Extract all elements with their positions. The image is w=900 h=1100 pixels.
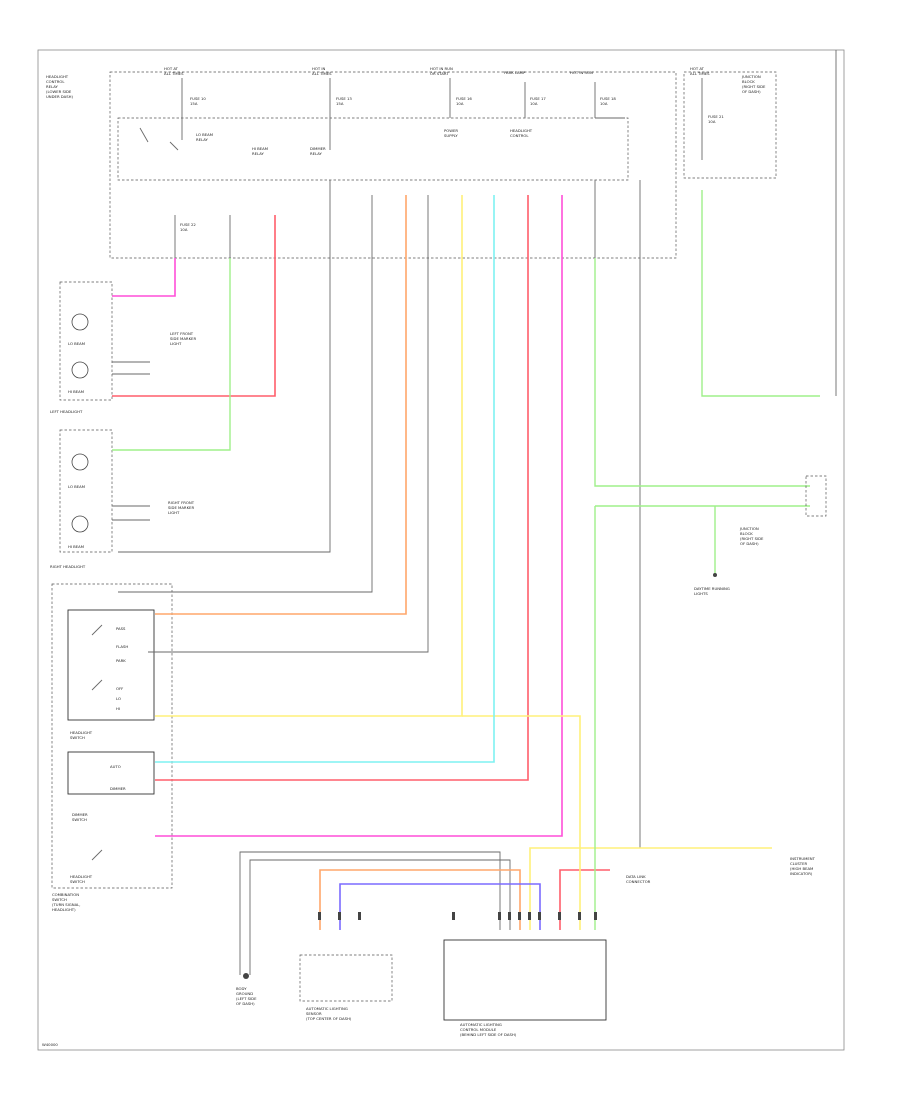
combination-switch-box bbox=[51, 583, 173, 889]
rh-hi-beam: HI BEAM bbox=[68, 544, 84, 549]
daytime-junction-box bbox=[805, 475, 827, 517]
hs-auto: AUTO bbox=[110, 764, 121, 769]
ground-icon bbox=[243, 973, 249, 979]
footer-code: W40000 bbox=[42, 1042, 58, 1047]
rh-lamp-hi-icon bbox=[71, 515, 89, 533]
hs-flash: FLASH bbox=[116, 644, 128, 649]
green-wire bbox=[112, 190, 820, 930]
junction-box bbox=[109, 71, 677, 259]
hs-off: OFF bbox=[116, 686, 123, 691]
dimmer-switch-box bbox=[67, 751, 155, 795]
lh-lamp-hi-icon bbox=[71, 361, 89, 379]
hs-park: PARK bbox=[116, 658, 126, 663]
relay-subbox bbox=[117, 117, 629, 181]
rh-lo-beam: LO BEAM bbox=[68, 484, 85, 489]
connector-row-top bbox=[174, 180, 373, 258]
lh-lamp-lo-icon bbox=[71, 313, 89, 331]
rhs-junction-box bbox=[683, 71, 777, 179]
lh-title: LEFT HEADLIGHT bbox=[50, 409, 83, 414]
lh-lo-beam: LO BEAM bbox=[68, 341, 85, 346]
headlight-switch-box bbox=[67, 609, 155, 721]
hs-dimmer: DIMMER bbox=[110, 786, 126, 791]
orange-wire bbox=[155, 195, 521, 930]
pink-wire bbox=[112, 195, 563, 837]
fuse5-label: HOT IN RUN bbox=[570, 70, 593, 75]
blue-wire bbox=[339, 883, 541, 930]
hs-hi: HI bbox=[116, 706, 120, 711]
relay-switch-symbols bbox=[139, 118, 183, 151]
hs-lo: LO bbox=[116, 696, 121, 701]
bcm-pins bbox=[318, 912, 597, 920]
daytime-ground-icon bbox=[713, 573, 717, 577]
left-headlight-box bbox=[59, 281, 113, 401]
yellow-wire bbox=[155, 195, 772, 930]
outer-frame bbox=[37, 49, 845, 1051]
right-headlight-box bbox=[59, 429, 113, 553]
fuse-lines bbox=[181, 78, 703, 160]
combo-contact bbox=[91, 849, 103, 861]
hs-pass: PASS bbox=[116, 626, 126, 631]
bcm-box bbox=[443, 939, 607, 1021]
fuse4-label: PARK LAMP bbox=[504, 70, 526, 75]
gray-wires bbox=[112, 180, 772, 975]
hs-contact-2 bbox=[91, 679, 103, 691]
hs-contact-1 bbox=[91, 624, 103, 636]
cyan-wire bbox=[155, 195, 495, 763]
lh-hi-beam: HI BEAM bbox=[68, 389, 84, 394]
red-wire bbox=[112, 195, 610, 930]
rh-title: RIGHT HEADLIGHT bbox=[50, 564, 86, 569]
auto-light-sensor-box bbox=[299, 954, 393, 1002]
rh-lamp-lo-icon bbox=[71, 453, 89, 471]
